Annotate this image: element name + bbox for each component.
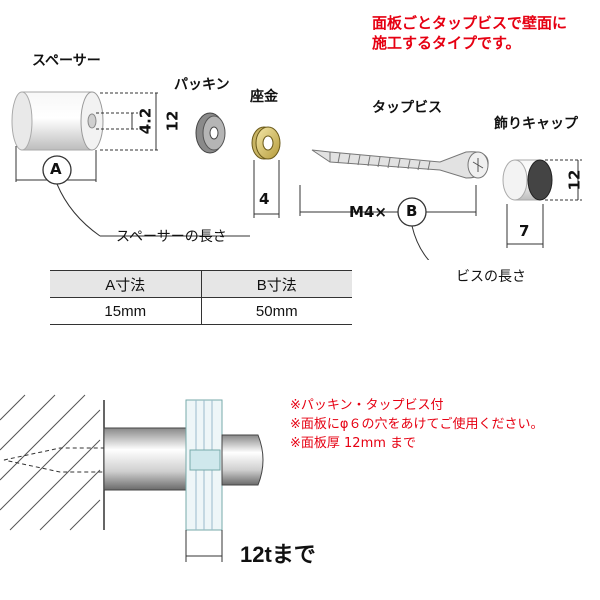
spec-table-header: A寸法 B寸法 [50, 270, 352, 298]
dim-screw-spec: M4× [349, 203, 387, 221]
label-washer: 座金 [250, 89, 278, 105]
headline-line-2: 施工するタイプです。 [372, 34, 521, 52]
header-b-dimension: B寸法 [200, 270, 352, 298]
dim-cap-length: 7 [519, 222, 530, 240]
dim-washer-width: 4 [259, 190, 270, 208]
dim-spacer-outer: 12 [163, 110, 182, 132]
header-a-dimension: A寸法 [50, 270, 202, 298]
cap-illustration [502, 159, 553, 201]
value-a-dimension: 15mm [50, 297, 202, 325]
cap-dimension-lines [506, 159, 582, 248]
washer-dimension-lines [253, 160, 280, 218]
marker-b-text: B [406, 202, 418, 220]
dim-spacer-inner: 4.2 [136, 107, 155, 135]
parts-diagram [11, 91, 582, 260]
dim-cap-height: 12 [565, 169, 584, 191]
marker-a-text: A [50, 160, 62, 178]
label-spacer: スペーサー [32, 53, 101, 69]
notes: ※パッキン・タップビス付 ※面板にφ６の穴をあけてご使用ください。 ※面板厚 1… [290, 396, 543, 453]
screw-dimension-lines [299, 185, 477, 216]
value-b-dimension: 50mm [200, 297, 352, 325]
note-item: ※面板厚 12mm まで [290, 436, 417, 451]
note-item: ※パッキン・タップビス付 [290, 398, 444, 413]
spec-table: A寸法 B寸法 15mm 50mm [50, 270, 352, 325]
washer-illustration [251, 126, 281, 160]
headline-line-1: 面板ごとタップビスで壁面に [372, 14, 568, 32]
label-tap-screw: タップビス [372, 100, 442, 116]
headline: 面板ごとタップビスで壁面に 施工するタイプです。 [372, 13, 598, 53]
label-cap: 飾りキャップ [494, 116, 578, 132]
label-packing: パッキン [174, 77, 230, 93]
spacer-illustration [11, 91, 104, 151]
callout-spacer-length: スペーサーの長さ [116, 229, 227, 245]
tap-screw-illustration [311, 149, 489, 179]
note-item: ※面板にφ６の穴をあけてご使用ください。 [290, 417, 544, 432]
installation-diagram [0, 394, 264, 562]
spacer-callout-leader [56, 183, 101, 237]
packing-illustration [195, 112, 226, 154]
table-row: 15mm 50mm [50, 297, 352, 325]
wall-hatching [0, 394, 101, 531]
callout-screw-length: ビスの長さ [456, 269, 526, 285]
screw-callout-leader [411, 225, 430, 260]
thickness-label: 12tまで [240, 542, 316, 567]
